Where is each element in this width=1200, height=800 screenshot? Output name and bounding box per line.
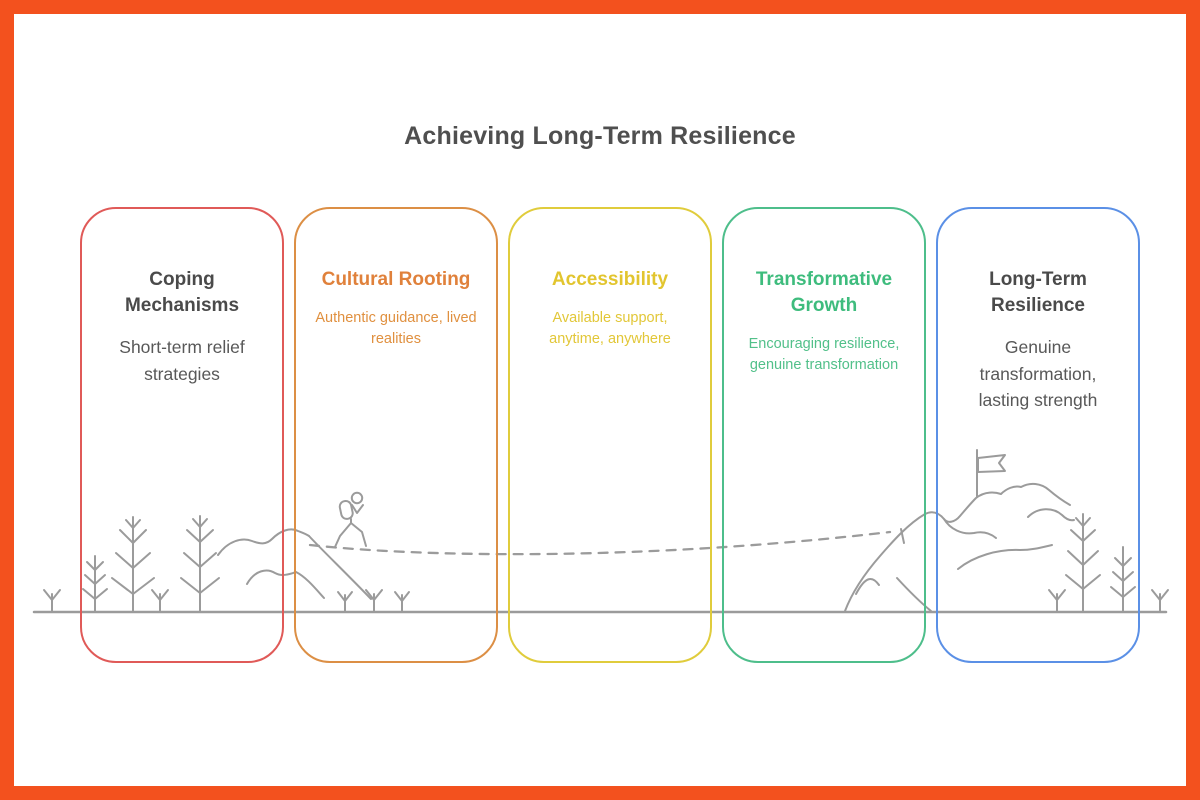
card-title: Cultural Rooting: [321, 269, 471, 290]
pine-tree-icon: [82, 515, 220, 612]
cards-row: Coping Mechanisms Short-term relief stra…: [80, 207, 1140, 663]
page-title: Achieving Long-Term Resilience: [404, 122, 796, 150]
card-accessibility: Accessibility Available support, anytime…: [508, 207, 712, 663]
card-subtitle: Authentic guidance, lived realities: [315, 310, 477, 347]
hiker-icon: [334, 491, 367, 548]
card-cultural-rooting: Cultural Rooting Authentic guidance, liv…: [294, 207, 498, 663]
card-title: Long-Term Resilience: [989, 269, 1087, 317]
card-title: Coping Mechanisms: [124, 269, 240, 317]
card-title: Transformative Growth: [755, 269, 893, 317]
card-coping-mechanisms: Coping Mechanisms Short-term relief stra…: [80, 207, 284, 663]
card-subtitle: Available support, anytime, anywhere: [549, 310, 671, 347]
flag-icon: [976, 449, 1006, 498]
card-subtitle: Genuine transformation, lasting strength: [978, 337, 1098, 410]
pine-tree-icon: [1065, 513, 1136, 613]
card-subtitle: Short-term relief strategies: [119, 337, 245, 384]
card-subtitle: Encouraging resilience, genuine transfor…: [748, 336, 900, 373]
left-hill-path: [217, 528, 372, 600]
card-long-term-resilience: Long-Term Resilience Genuine transformat…: [936, 207, 1140, 663]
card-title: Accessibility: [551, 269, 669, 290]
summit-mountain-path: [844, 482, 1075, 612]
card-transformative-growth: Transformative Growth Encouraging resili…: [722, 207, 926, 663]
trail-dashed-line: [308, 530, 892, 556]
grass-sprig-icon: [43, 589, 1169, 612]
